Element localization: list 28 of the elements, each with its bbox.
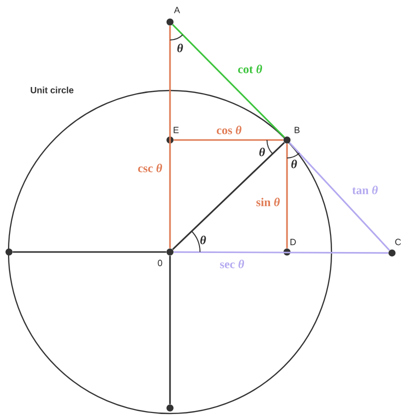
point-label: B: [294, 126, 300, 134]
circle-label: Unit circle: [30, 86, 74, 94]
edge-label: cos θ: [215, 124, 243, 136]
angle-label: θ: [177, 44, 183, 52]
angle-label: θ: [200, 236, 206, 244]
edge-label: csc θ: [136, 162, 164, 174]
point-label: A: [174, 6, 180, 14]
point-dot: [166, 404, 174, 412]
edge-label: tan θ: [351, 184, 379, 196]
line-segment: [288, 142, 390, 251]
angle-label: θ: [291, 160, 297, 168]
line-segment: [172, 24, 285, 138]
edge-label: sec θ: [218, 258, 246, 270]
line-segment: [174, 139, 284, 141]
line-segment: [12, 251, 166, 253]
point-dot: [6, 248, 12, 256]
line-segment: [174, 251, 388, 254]
point-label: D: [290, 238, 296, 246]
edge-label: cot θ: [236, 64, 264, 74]
edge-label: sin θ: [255, 196, 281, 208]
point-label: E: [174, 126, 179, 134]
line-segment: [172, 142, 285, 250]
line-segment: [286, 144, 288, 248]
point-label: 0: [158, 260, 162, 266]
point-label: C: [395, 238, 401, 246]
line-segment: [169, 256, 171, 404]
line-segment: [169, 26, 171, 248]
angle-label: θ: [259, 148, 265, 156]
